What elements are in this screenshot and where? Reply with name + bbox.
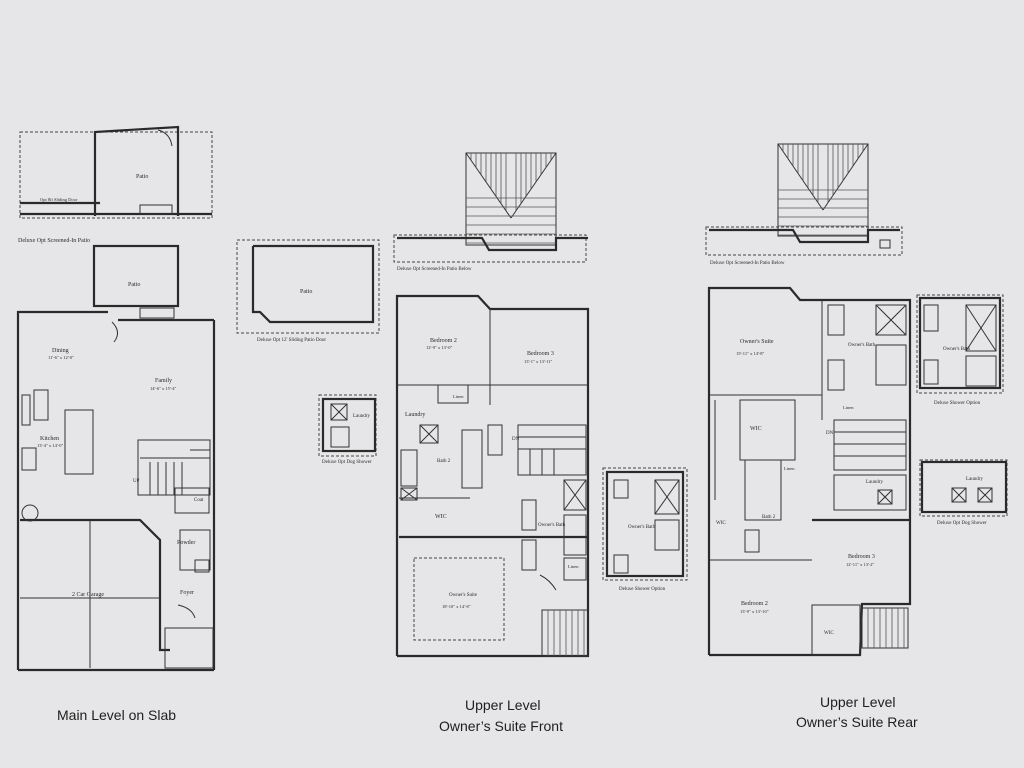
front-bedroom3-label: Bedroom 3 [527,351,554,357]
front-owners-bath-label: Owner's Bath [538,523,566,528]
rear-shower-caption: Deluxe Shower Option [934,401,981,406]
rear-dog-shower-caption: Deluxe Opt Dog Shower [937,521,987,526]
opt-dog-shower-mid: Laundry Deluxe Opt Dog Shower [318,394,377,465]
front-owners-suite-dim: 18'-10" x 14'-8" [442,604,471,609]
main-stairs [137,439,211,496]
main-level-caption: Main Level on Slab [57,707,176,723]
main-garage-label: 2 Car Garage [72,592,104,598]
rear-laundry-label: Laundry [866,480,883,485]
main-dining-dim: 11'-6" x 12'-0" [48,355,74,360]
suite-front-plan: Deluxe Opt Screened-In Patio Below [393,152,688,734]
front-screened-caption: Deluxe Opt Screened-In Patio Below [397,267,472,272]
front-laundry-label: Laundry [405,412,425,418]
rear-wic2-label: WIC [716,521,726,526]
rear-stair-treads [867,608,905,648]
main-screened-patio-caption: Deluxe Opt Screened-In Patio [18,238,90,244]
main-screened-patio-option: Patio Opt 8ft Sliding Door Deluxe Opt Sc… [18,125,213,244]
main-up-label: UP [133,479,140,484]
rear-caption-line2: Owner’s Suite Rear [796,714,918,730]
main-dining-label: Dining [52,348,69,354]
rear-linen-label: Linen [843,405,854,410]
rear-owners-suite-label: Owner's Suite [740,339,774,345]
rear-dn-label: DN [826,431,834,436]
mid-options: Patio Deluxe Opt 12' Sliding Patio Door … [236,239,380,465]
main-family-label: Family [155,378,172,384]
rear-shower-bath-label: Owner's Bath [943,347,971,352]
front-roof-hatch [466,153,556,244]
main-kitchen-dim: 13'-4" x 14'-0" [37,443,63,448]
front-screened-patio-option: Deluxe Opt Screened-In Patio Below [393,152,588,272]
suite-rear-plan: Deluxe Opt Screened-In Patio Below [705,143,1008,730]
rear-linen2-label: Linen [784,466,795,471]
rear-bedroom2-label: Bedroom 2 [741,601,768,607]
front-shower-bath-label: Owner's Bath [628,525,656,530]
rear-wic-label: WIC [750,426,762,432]
main-patio-label: Patio [128,282,140,288]
rear-bedroom3-dim: 12'-11" x 13'-2" [846,562,875,567]
front-linen-label: Linen [453,394,464,399]
front-bedroom2-label: Bedroom 2 [430,338,457,344]
front-caption-line1: Upper Level [465,697,541,713]
rear-house-outline: Owner's Suite 15'-11" x 14'-8" Owner's B… [707,286,912,657]
front-owners-suite-label: Owner's Suite [449,593,478,598]
rear-roof-hatch [778,144,868,236]
rear-bath2-label: Bath 2 [762,515,776,520]
rear-stairs [833,419,907,471]
main-foyer-label: Foyer [180,590,194,596]
front-stair-treads [547,610,585,656]
front-wic-label: WIC [435,514,447,520]
front-house-outline: Bedroom 2 12'-9" x 13'-0" Bedroom 3 13'-… [395,294,590,658]
main-kitchen-label: Kitchen [40,436,59,442]
main-screened-patio-room: Patio [136,174,148,180]
rear-bedroom2-dim: 13'-9" x 13'-10" [740,609,769,614]
front-dn-label: DN [512,437,520,442]
rear-screened-caption: Deluxe Opt Screened-In Patio Below [710,261,785,266]
opt-patio-label: Patio [300,289,312,295]
rear-screened-patio-option: Deluxe Opt Screened-In Patio Below [705,143,903,266]
rear-wic3-label: WIC [824,631,834,636]
rear-dog-shower-option: Laundry Deluxe Opt Dog Shower [919,459,1008,526]
main-level-plan: Patio Opt 8ft Sliding Door Deluxe Opt Sc… [16,125,216,723]
rear-caption-line1: Upper Level [820,694,896,710]
front-bath2-label: Bath 2 [437,459,451,464]
main-patio: Patio [92,244,180,319]
front-linen2-label: Linen [568,564,579,569]
front-bedroom2-dim: 12'-9" x 13'-0" [426,345,452,350]
main-coat-label: Coat [194,498,204,503]
front-bedroom3-dim: 13'-1" x 13'-11" [524,359,553,364]
front-shower-option: Owner's Bath Deluxe Shower Option [602,467,688,592]
opt-patio-caption: Deluxe Opt 12' Sliding Patio Door [257,338,326,343]
opt-dog-shower-caption: Deluxe Opt Dog Shower [322,460,372,465]
front-stairs [517,424,587,476]
front-caption-line2: Owner’s Suite Front [439,718,563,734]
rear-shower-option: Owner's Bath Deluxe Shower Option [916,294,1004,406]
main-family-dim: 14'-6" x 15'-4" [150,386,176,391]
opt-laundry-label: Laundry [353,414,370,419]
main-sliding-door-label: Opt 8ft Sliding Door [40,197,78,202]
opt-sliding-patio-door: Patio Deluxe Opt 12' Sliding Patio Door [236,239,380,343]
rear-bedroom3-label: Bedroom 3 [848,554,875,560]
main-house-outline: Dining 11'-6" x 12'-0" Family 14'-6" x 1… [16,310,216,672]
rear-owners-suite-dim: 15'-11" x 14'-8" [736,351,765,356]
rear-owners-bath-label: Owner's Bath [848,343,876,348]
main-powder-label: Powder [177,540,195,546]
rear-laundry-opt-label: Laundry [966,477,983,482]
front-shower-caption: Deluxe Shower Option [619,587,666,592]
